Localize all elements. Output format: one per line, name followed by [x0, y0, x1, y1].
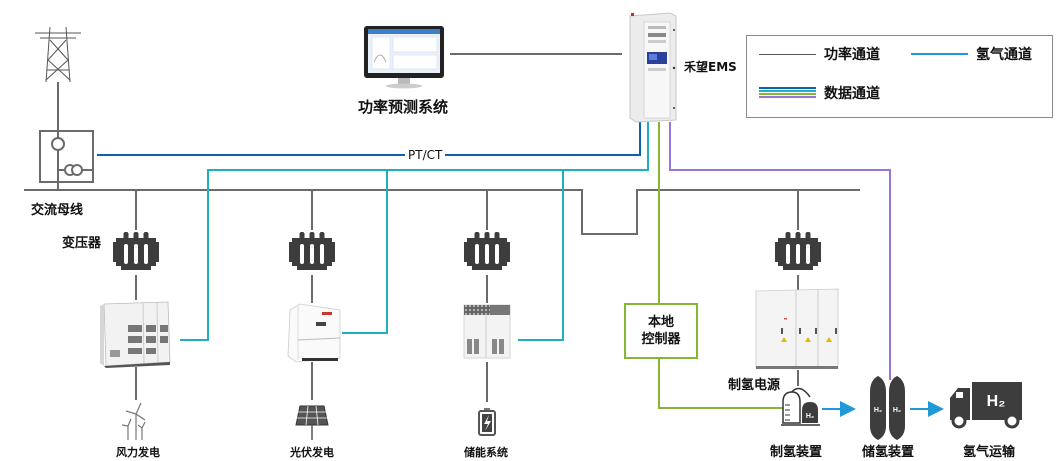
- transmission-tower-icon: [35, 26, 81, 83]
- electrolyzer-icon: [781, 387, 820, 426]
- local-controller-label-2: 控制器: [641, 332, 681, 347]
- storage-system-label: 储能系统: [464, 446, 508, 459]
- electrolyzer-h2-text: H₂: [806, 413, 814, 420]
- electrolyzer-label: 制氢装置: [770, 445, 823, 460]
- transformer-label: 变压器: [62, 236, 102, 251]
- legend-hydrogen-line-icon: [911, 53, 968, 55]
- hydrogen-power-supply-cabinet-icon: [755, 288, 839, 369]
- purple-data-line: [669, 122, 891, 380]
- storage-pcs-cabinet-icon: [463, 304, 511, 359]
- solar-panel-icon: [295, 405, 329, 440]
- legend: 功率通道 氢气通道 数据通道: [746, 35, 1053, 118]
- legend-item-data: 数据通道: [759, 83, 880, 103]
- legend-item-hydrogen: 氢气通道: [911, 44, 1032, 64]
- ems-label: 禾望EMS: [684, 60, 737, 74]
- hydrogen-storage-label: 储氢装置: [862, 445, 915, 460]
- wind-converter-cabinet-icon: [100, 301, 171, 368]
- battery-icon: [478, 408, 496, 436]
- legend-hydrogen-label: 氢气通道: [976, 47, 1032, 63]
- power-lines: [24, 53, 860, 402]
- cyan-data-line-storage: [518, 170, 564, 341]
- ptct-data-line: [97, 122, 641, 156]
- transformer-icon-wind: [113, 232, 159, 270]
- storage-tank-2-text: H₂: [893, 407, 901, 414]
- hydrogen-transport-label: 氢气运输: [963, 445, 1016, 460]
- transformer-icon-pv: [289, 232, 335, 270]
- legend-data-line-icon: [759, 87, 816, 99]
- wind-turbine-icon: [121, 402, 146, 440]
- ptct-label: PT/CT: [405, 148, 446, 162]
- local-controller-label-1: 本地: [647, 315, 674, 330]
- metering-box: [39, 130, 94, 190]
- legend-item-power: 功率通道: [759, 44, 880, 64]
- data-lines: [97, 122, 891, 409]
- ac-bus-label: 交流母线: [31, 203, 84, 218]
- hydrogen-truck-icon: [950, 382, 1022, 429]
- transformer-icon-storage: [464, 232, 510, 270]
- hydrogen-power-supply-label: 制氢电源: [728, 378, 781, 393]
- local-controller-box: 本地 控制器: [624, 303, 698, 359]
- ac-bus-line: [24, 189, 860, 235]
- legend-power-label: 功率通道: [824, 47, 880, 63]
- legend-power-line-icon: [759, 53, 816, 55]
- cyan-data-line-pv: [342, 170, 388, 334]
- pv-power-label: 光伏发电: [290, 446, 334, 459]
- hydrogen-storage-tanks-icon: [870, 376, 905, 440]
- wind-power-label: 风力发电: [116, 446, 160, 459]
- ems-cabinet-icon: [629, 12, 677, 123]
- storage-tank-1-text: H₂: [874, 407, 882, 414]
- forecast-system-label: 功率预测系统: [358, 98, 449, 116]
- cyan-data-line-wind: [180, 122, 649, 341]
- pv-inverter-icon: [287, 303, 341, 363]
- transformer-icon-hydrogen: [775, 232, 821, 270]
- truck-h2-text: H₂: [987, 393, 1006, 410]
- green-data-line-lower: [658, 355, 800, 409]
- forecast-monitor-icon: [364, 26, 444, 89]
- legend-data-label: 数据通道: [824, 86, 880, 102]
